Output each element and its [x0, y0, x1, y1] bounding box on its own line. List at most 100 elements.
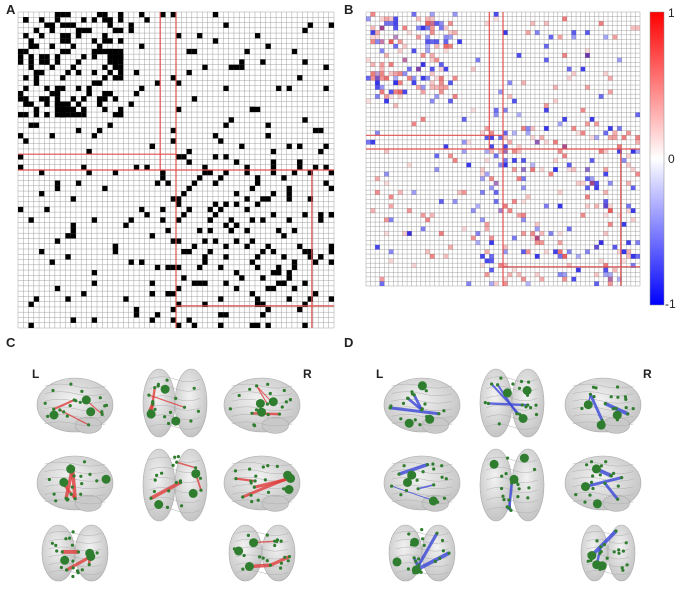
- brain-node: [587, 552, 591, 556]
- matrix-cell: [498, 135, 503, 140]
- matrix-cell: [603, 263, 609, 268]
- matrix-cell: [207, 217, 213, 223]
- matrix-cell: [39, 96, 45, 102]
- matrix-cell: [312, 127, 319, 134]
- matrix-cell: [228, 227, 234, 234]
- brain-node: [250, 411, 254, 415]
- matrix-cell: [521, 212, 526, 218]
- brain-edge: [585, 476, 623, 489]
- brain-node: [428, 496, 438, 506]
- brain-node: [256, 498, 260, 502]
- matrix-cell: [429, 21, 435, 26]
- brain-node: [516, 482, 520, 487]
- brain-node: [266, 490, 271, 494]
- matrix-cell: [265, 133, 271, 139]
- matrix-cell: [397, 39, 403, 44]
- matrix-cell: [621, 222, 627, 227]
- matrix-cell: [393, 25, 398, 31]
- matrix-cell: [244, 206, 250, 213]
- matrix-cell: [562, 254, 567, 259]
- brain-node: [191, 469, 201, 479]
- brain-node: [233, 469, 238, 473]
- brain-node: [147, 393, 151, 397]
- matrix-cell: [112, 64, 119, 70]
- matrix-cell: [297, 143, 303, 149]
- matrix-cell: [23, 101, 29, 107]
- matrix-cell: [133, 164, 140, 170]
- matrix-cell: [170, 306, 176, 313]
- brain-node: [160, 384, 170, 394]
- brain-node: [620, 476, 624, 480]
- matrix-cell: [197, 280, 203, 286]
- matrix-cell: [484, 158, 490, 163]
- matrix-cell: [118, 54, 124, 60]
- matrix-cell: [370, 62, 376, 67]
- matrix-cell: [480, 171, 485, 177]
- matrix-cell: [562, 153, 567, 159]
- brain-node: [589, 558, 593, 563]
- matrix-cell: [379, 66, 385, 72]
- matrix-cell: [54, 96, 61, 102]
- matrix-cell: [544, 57, 549, 63]
- brain-node: [78, 400, 82, 404]
- matrix-cell: [307, 249, 313, 255]
- matrix-cell: [612, 135, 618, 140]
- brain-view: [388, 524, 456, 582]
- matrix-cell: [212, 38, 219, 44]
- matrix-cell: [489, 235, 494, 241]
- brain-node: [424, 389, 428, 393]
- matrix-cell: [617, 149, 622, 154]
- brain-node: [76, 571, 80, 575]
- matrix-cell: [65, 112, 71, 118]
- brain-node: [248, 387, 252, 391]
- matrix-cell: [407, 162, 412, 168]
- matrix-cell: [553, 249, 558, 255]
- matrix-cell: [286, 217, 292, 223]
- brain-node: [442, 496, 447, 500]
- colorbar-max-label: 1: [668, 6, 675, 20]
- panel-d-left-label: L: [376, 367, 384, 381]
- matrix-cell: [393, 43, 398, 49]
- colorbar-mid-label: 0: [668, 152, 675, 166]
- matrix-cell: [197, 227, 203, 234]
- matrix-cell: [557, 203, 563, 209]
- matrix-cell: [557, 231, 563, 236]
- matrix-cell: [270, 191, 277, 197]
- brain-node: [176, 455, 180, 459]
- matrix-cell: [439, 75, 444, 81]
- matrix-cell: [521, 167, 526, 172]
- matrix-cell: [489, 254, 494, 259]
- matrix-cell: [23, 75, 29, 81]
- brain-node: [254, 474, 258, 478]
- matrix-cell: [585, 121, 590, 127]
- matrix-cell: [366, 139, 371, 145]
- matrix-cell: [608, 203, 613, 209]
- brain-node: [527, 380, 531, 384]
- matrix-cell: [44, 59, 50, 65]
- brain-node: [174, 481, 178, 485]
- brain-node: [520, 403, 524, 407]
- matrix-cell: [297, 75, 303, 81]
- matrix-cell: [265, 285, 271, 292]
- matrix-cell: [416, 66, 421, 72]
- matrix-cell: [571, 126, 577, 131]
- brain-edge: [63, 484, 77, 500]
- matrix-cell: [255, 254, 261, 260]
- matrix-cell: [530, 231, 535, 236]
- matrix-cell: [379, 62, 385, 67]
- brain-node: [500, 486, 504, 491]
- brain-node: [266, 413, 270, 417]
- matrix-cell: [493, 180, 499, 186]
- matrix-cell: [420, 226, 426, 232]
- brain-node: [80, 389, 84, 393]
- matrix-cell: [512, 158, 517, 163]
- matrix-cell: [388, 39, 394, 44]
- brain-node: [589, 480, 594, 484]
- matrix-cell: [503, 149, 508, 154]
- brain-node: [526, 403, 530, 407]
- matrix-cell: [466, 139, 472, 145]
- matrix-cell: [33, 27, 40, 34]
- brain-node: [518, 414, 528, 423]
- matrix-cell: [54, 180, 61, 186]
- matrix-cell: [170, 127, 176, 134]
